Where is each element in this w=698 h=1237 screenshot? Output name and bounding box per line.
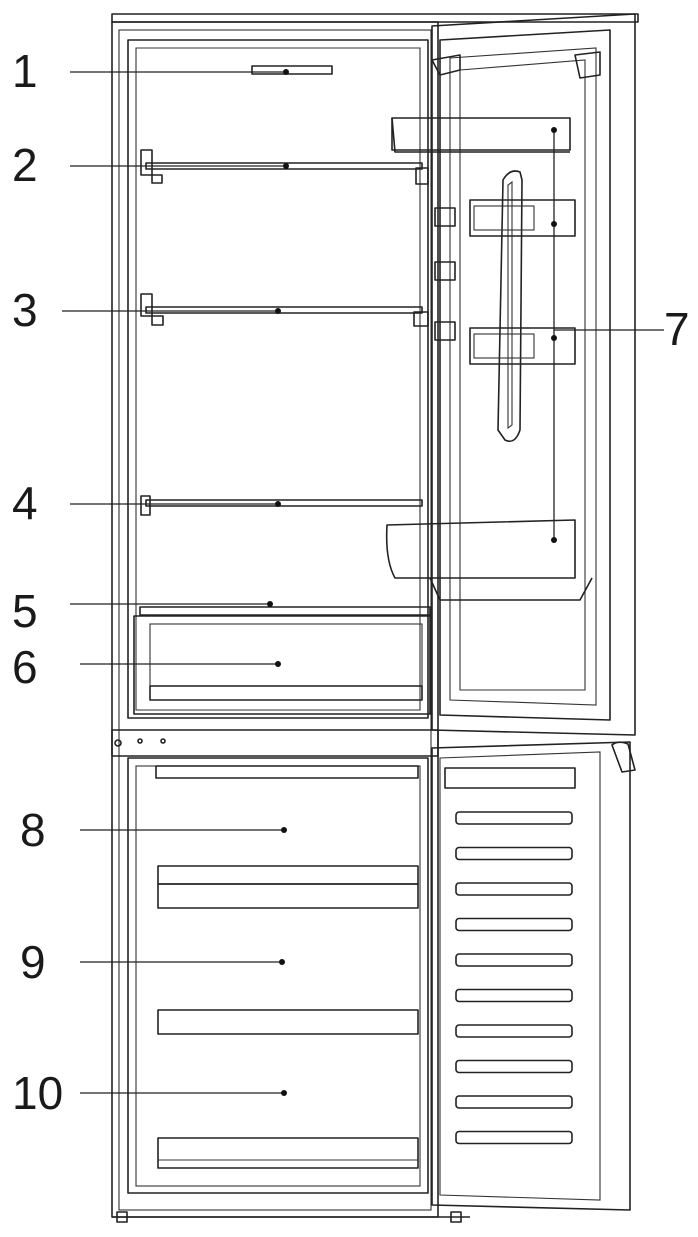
freezer-drawer-10 <box>157 1137 419 1169</box>
freezer-door <box>431 741 631 1211</box>
fridge-compartment <box>127 39 429 719</box>
callout-3: 3 <box>12 284 38 336</box>
callout-1: 1 <box>12 45 38 97</box>
door-rack <box>469 170 576 443</box>
freezer-door-slot <box>455 953 573 967</box>
freezer-door-slot <box>455 917 573 932</box>
callout-labels: 1 2 3 4 5 6 7 8 9 10 <box>12 45 690 1119</box>
freezer-door-slot <box>455 846 573 861</box>
freezer-door-slot <box>455 988 573 1003</box>
crisper-cover <box>139 606 431 616</box>
freezer-door-slot <box>455 1095 573 1109</box>
freezer-compartment <box>127 757 429 1194</box>
callout-8: 8 <box>20 804 46 856</box>
door-shelf-bottom <box>385 519 593 601</box>
freezer-door-slot <box>455 882 573 896</box>
door-shelf-top <box>391 117 571 153</box>
freezer-door-slot <box>455 811 573 825</box>
freezer-drawer-9 <box>157 1009 419 1035</box>
door-handle <box>611 741 636 773</box>
compartment-divider <box>111 729 439 757</box>
fridge-door <box>431 13 636 736</box>
freezer-door-slot <box>455 1130 573 1145</box>
callout-6: 6 <box>12 641 38 693</box>
cabinet-body <box>111 13 639 1223</box>
callout-7: 7 <box>664 303 690 355</box>
freezer-door-slot <box>455 1024 573 1038</box>
callout-5: 5 <box>12 585 38 637</box>
callout-9: 9 <box>20 936 46 988</box>
callout-2: 2 <box>12 139 38 191</box>
callout-10: 10 <box>12 1067 63 1119</box>
crisper-drawer <box>133 615 431 715</box>
freezer-door-slot <box>455 1059 573 1074</box>
freezer-door-slots <box>455 811 573 1145</box>
leader-lines <box>62 69 664 1096</box>
freezer-drawer-8 <box>155 765 419 909</box>
shelf-4 <box>140 495 423 516</box>
callout-4: 4 <box>12 477 38 529</box>
lamp-housing <box>251 65 333 75</box>
door-hinge-clips <box>434 207 456 341</box>
shelf-3 <box>140 293 429 327</box>
